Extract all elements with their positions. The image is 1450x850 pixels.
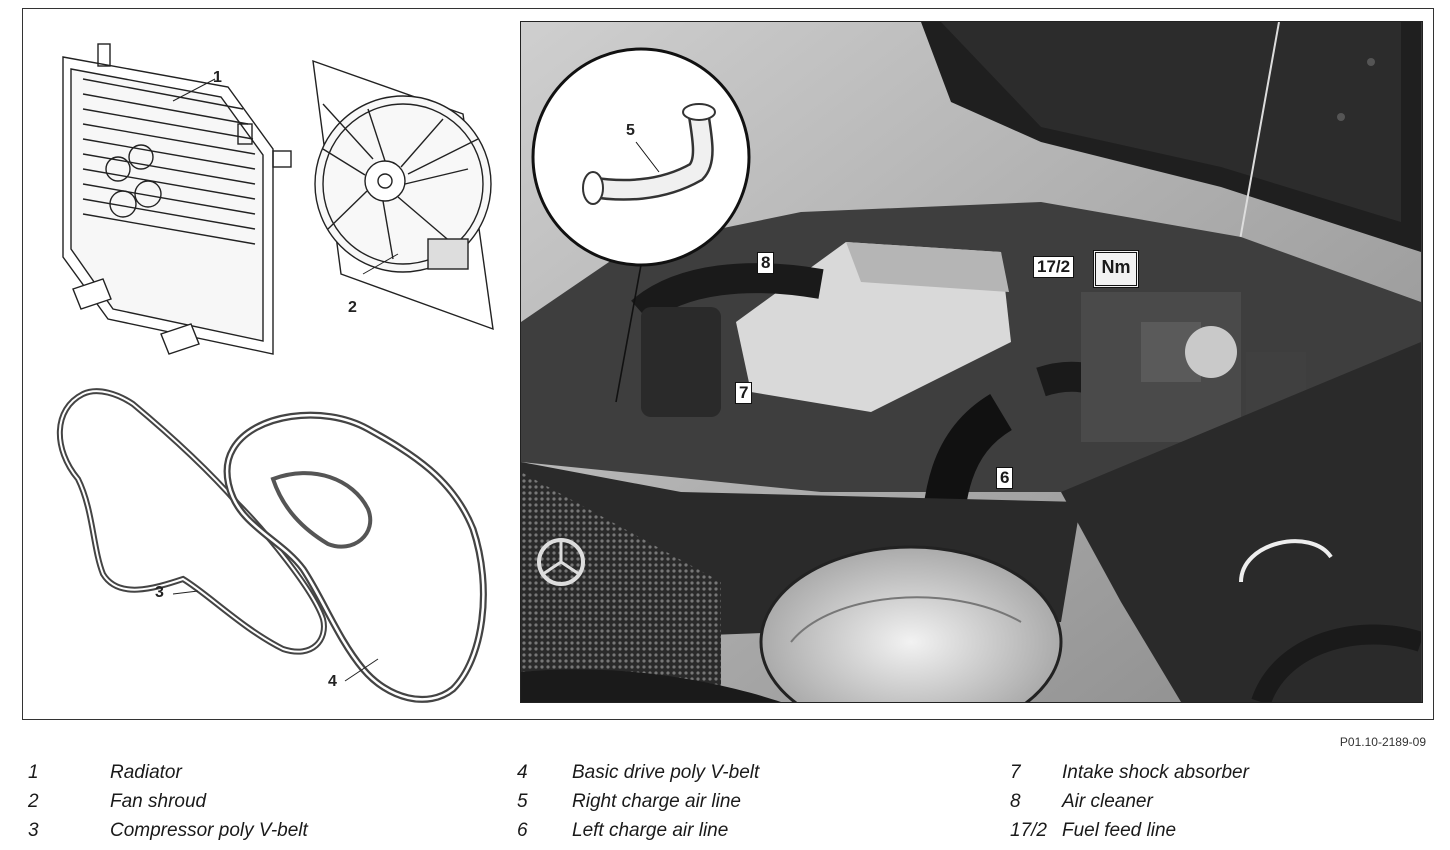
engine-bay-image xyxy=(521,22,1421,702)
legend-text: Left charge air line xyxy=(572,820,729,841)
legend-number: 6 xyxy=(517,820,528,841)
compressor-belt-drawing xyxy=(56,388,327,655)
legend-number: 4 xyxy=(517,762,528,783)
fan-shroud-drawing xyxy=(312,59,494,331)
legend-item: 8 Air cleaner xyxy=(1010,791,1249,820)
legend-number: 1 xyxy=(28,762,39,783)
callout-17-2: 17/2 xyxy=(1033,256,1075,278)
legend-number: 8 xyxy=(1010,791,1021,812)
legend-number: 2 xyxy=(28,791,39,812)
legend-text: Fuel feed line xyxy=(1062,820,1177,841)
legend-item: 5 Right charge air line xyxy=(517,791,759,820)
legend-item: 1 Radiator xyxy=(28,762,308,791)
torque-symbol: Nm xyxy=(1093,250,1139,288)
legend-item: 6 Left charge air line xyxy=(517,820,759,849)
engine-bay-photo: 5 8 7 6 17/2 Nm xyxy=(520,21,1423,703)
legend-text: Fan shroud xyxy=(110,791,207,812)
legend-item: 7 Intake shock absorber xyxy=(1010,762,1249,791)
basic-belt-drawing xyxy=(223,411,487,703)
callout-5: 5 xyxy=(626,122,635,139)
callout-8: 8 xyxy=(757,252,775,274)
legend-text: Intake shock absorber xyxy=(1062,762,1249,783)
legend-item: 4 Basic drive poly V-belt xyxy=(517,762,759,791)
legend-item: 17/2 Fuel feed line xyxy=(1010,820,1249,849)
legend-number: 7 xyxy=(1010,762,1021,783)
radiator-label: 1 xyxy=(213,69,222,86)
legend-item: 3 Compressor poly V-belt xyxy=(28,820,308,849)
legend-number: 3 xyxy=(28,820,39,841)
figure-code: P01.10-2189-09 xyxy=(1339,735,1426,749)
legend-text: Right charge air line xyxy=(572,791,741,812)
legend-number: 17/2 xyxy=(1010,820,1047,841)
legend-text: Basic drive poly V-belt xyxy=(572,762,760,783)
fan-shroud-label: 2 xyxy=(348,299,357,316)
legend-number: 5 xyxy=(517,791,528,812)
compressor-belt-label: 3 xyxy=(155,584,164,601)
legend-column-2: 4 Basic drive poly V-belt 5 Right charge… xyxy=(517,762,759,849)
legend-text: Radiator xyxy=(110,762,182,783)
legend-item: 2 Fan shroud xyxy=(28,791,308,820)
legend-text: Air cleaner xyxy=(1062,791,1153,812)
legend-text: Compressor poly V-belt xyxy=(110,820,308,841)
callout-7: 7 xyxy=(735,382,753,404)
callout-6: 6 xyxy=(996,467,1014,489)
figure-frame: 1 2 3 4 xyxy=(22,8,1434,720)
component-line-art xyxy=(56,43,494,703)
basic-belt-label: 4 xyxy=(328,673,337,690)
legend-column-3: 7 Intake shock absorber 8 Air cleaner 17… xyxy=(1010,762,1249,849)
radiator-drawing xyxy=(62,43,292,355)
legend-column-1: 1 Radiator 2 Fan shroud 3 Compressor pol… xyxy=(28,762,308,849)
